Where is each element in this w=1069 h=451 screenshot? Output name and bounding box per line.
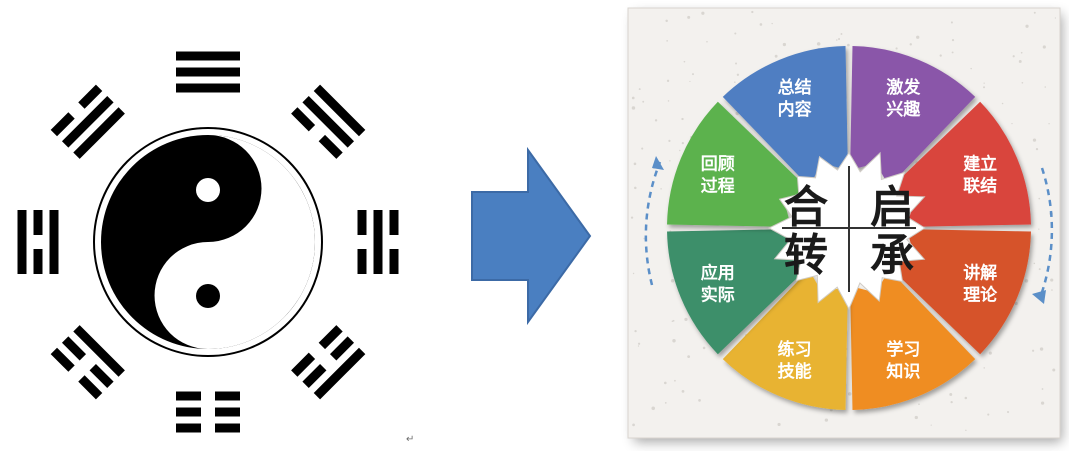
trigram-line-solid [176, 51, 240, 61]
trigram-line-broken-half [389, 249, 399, 274]
center-char-qi: 启 [870, 182, 914, 233]
cycle-segment-huigu [667, 101, 808, 227]
trigram-line-solid [61, 95, 114, 148]
trigram-bottom-left [50, 325, 125, 400]
trigram-line-solid [313, 347, 366, 400]
trigram-line-broken-half [215, 407, 240, 417]
cycle-segment-yingyong [667, 229, 808, 355]
cycle-segment-xuexi [850, 269, 976, 410]
trigram-line-broken-half [50, 112, 75, 137]
center-char-zhuan: 转 [784, 230, 828, 281]
trigram-top-left [50, 84, 125, 159]
trigram-line-solid [49, 210, 59, 274]
segment-label-xuexi-line1: 学习 [886, 339, 920, 360]
trigram-line-solid [302, 95, 355, 148]
trigram-line-broken-half [176, 423, 201, 433]
segment-label-jianli-line1: 建立 [963, 154, 997, 175]
trigram-line-broken-half [33, 249, 43, 274]
cycle-segment-lianxi [722, 269, 848, 410]
segment-label-jianli-line2: 联结 [963, 176, 997, 197]
center-char-cheng: 承 [870, 230, 914, 281]
right-arrow-icon [471, 146, 592, 326]
trigram-line-broken-half [215, 423, 240, 433]
segment-label-yingyong-line1: 应用 [701, 262, 735, 283]
segment-label-zongjie-line2: 内容 [778, 99, 812, 120]
segment-label-jifa-line1: 激发 [886, 77, 921, 98]
trigram-line-broken-half [78, 375, 103, 400]
trigram-bottom [176, 391, 240, 433]
segment-label-jifa-line2: 兴趣 [886, 99, 921, 120]
trigram-line-broken-half [50, 347, 75, 372]
center-char-he: 合 [784, 182, 828, 233]
trigram-line-broken-half [389, 210, 399, 235]
cycle-arrows [644, 161, 1054, 299]
segment-label-lianxi-line1: 练习 [778, 339, 812, 360]
cycle-segment-jiangjie [890, 229, 1031, 355]
trigram-line-broken-half [291, 107, 316, 132]
segment-label-yingyong-line2: 实际 [701, 284, 735, 305]
trigram-bottom-right [291, 325, 366, 400]
trigram-line-solid [313, 84, 366, 137]
segment-label-huigu-line2: 过程 [701, 177, 735, 197]
trigram-line-broken-half [357, 249, 367, 274]
trigram-line-solid [176, 83, 240, 93]
trigram-line-solid [73, 325, 125, 377]
segment-label-jiangjie-line1: 讲解 [963, 262, 997, 283]
trigram-line-broken-half [318, 325, 343, 350]
trigram-line-broken-half [89, 363, 114, 389]
cycle-segment-zongjie [722, 46, 848, 187]
trigram-top [176, 51, 240, 93]
segment-label-huigu-line1: 回顾 [701, 155, 735, 175]
trigram-ring [17, 51, 399, 433]
trigram-line-solid [373, 210, 383, 274]
trigram-top-right [291, 84, 366, 159]
trigram-line-broken-half [176, 391, 201, 401]
trigram-line-broken-half [61, 336, 87, 361]
return-mark: ↵ [406, 434, 414, 445]
trigram-line-solid [176, 67, 240, 77]
trigram-line-broken-half [357, 210, 367, 235]
segment-label-xuexi-line2: 知识 [885, 361, 920, 382]
trigram-right [357, 210, 399, 274]
trigram-line-broken-half [329, 336, 355, 361]
center-hub: 合 启 转 承 [767, 151, 926, 311]
segment-label-lianxi-line2: 技能 [778, 361, 812, 382]
trigram-line-solid [73, 107, 125, 159]
cycle-segment-jifa [850, 46, 976, 187]
bagua-diagram: ↵ [17, 51, 414, 445]
trigram-line-broken-half [318, 134, 343, 159]
yin-yang-icon [93, 127, 323, 357]
trigram-line-broken-half [302, 363, 327, 389]
trigram-line-broken-half [33, 210, 43, 235]
trigram-line-broken-half [78, 84, 103, 109]
cycle-segment-jianli [890, 101, 1031, 227]
trigram-line-broken-half [176, 407, 201, 417]
trigram-line-solid [17, 210, 27, 274]
trigram-left [17, 210, 59, 274]
segment-label-jiangjie-line2: 理论 [963, 284, 998, 305]
trigram-line-broken-half [291, 352, 316, 377]
trigram-line-broken-half [215, 391, 240, 401]
segment-label-zongjie-line1: 总结 [778, 77, 812, 98]
